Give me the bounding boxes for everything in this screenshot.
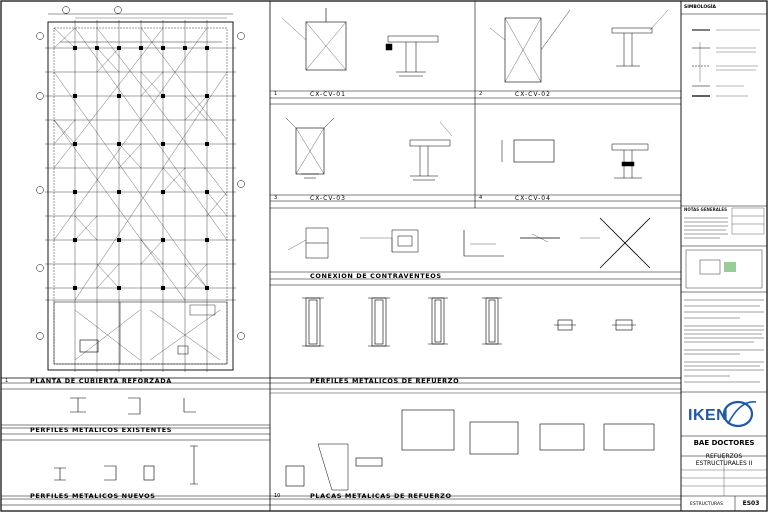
- detail-4-code: CX-CV-04: [515, 195, 551, 202]
- drawing-title-line-2: ESTRUCTURALES II: [695, 460, 753, 467]
- plan-number: 1: [5, 378, 9, 384]
- existing-profiles-title: PERFILES METALICOS EXISTENTES: [30, 426, 173, 434]
- detail-2-code: CX-CV-02: [515, 91, 551, 98]
- detail-1-code: CX-CV-01: [310, 91, 346, 98]
- plates-number: 10: [274, 493, 281, 499]
- company-logo-text: IKEN: [688, 407, 729, 424]
- plates-title: PLACAS METALICAS DE REFUERZO: [310, 492, 452, 500]
- project-name: BAE DOCTORES: [693, 439, 755, 447]
- bracing-title: CONEXION DE CONTRAVENTEOS: [310, 272, 442, 280]
- detail-2-number: 2: [479, 91, 483, 97]
- plan-title: PLANTA DE CUBIERTA REFORZADA: [30, 377, 172, 385]
- drawing-title-line-1: REFUERZOS: [705, 453, 743, 460]
- reinforcement-profiles-title: PERFILES METALICOS DE REFUERZO: [310, 377, 460, 385]
- new-profiles-title: PERFILES METALICOS NUEVOS: [30, 492, 156, 500]
- general-notes-heading: NOTAS GENERALES: [684, 207, 727, 212]
- detail-3-number: 3: [274, 195, 278, 201]
- discipline-label: ESTRUCTURAS: [690, 502, 723, 507]
- sheet-number: ES03: [742, 500, 760, 507]
- legend-heading: SIMBOLOGÍA: [684, 5, 717, 10]
- detail-3-code: CX-CV-03: [310, 195, 346, 202]
- detail-1-number: 1: [274, 91, 278, 97]
- detail-4-number: 4: [479, 195, 483, 201]
- company-logo-mark: [722, 400, 757, 428]
